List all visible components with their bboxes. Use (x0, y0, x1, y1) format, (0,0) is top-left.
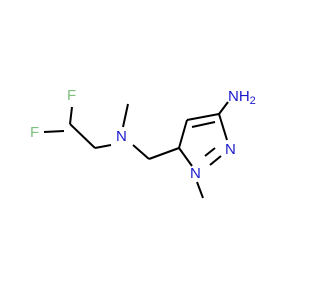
bond-CH2-C5 (148, 147, 180, 160)
bond-N1-CH2 (132, 144, 150, 160)
bond-C1-C2 (69, 123, 96, 149)
bond-N1ring-CH3 (196, 181, 204, 199)
fluorine-label-left: F (30, 124, 39, 141)
bond-N1ring-C5 (178, 147, 193, 167)
bond-N1-CH3 (122, 103, 129, 128)
pyrazole-nitrogen-1-label: N (190, 165, 201, 182)
atom-labels: F F N NH2 N N (30, 87, 256, 182)
bond-C5-C4 (178, 119, 188, 149)
bond-F2-C1 (43, 130, 65, 133)
bond-C2-N1 (94, 144, 112, 149)
amine-nitrogen-label: N (116, 128, 127, 145)
fluorine-label-top: F (67, 87, 76, 104)
bond-C4-C3 (186, 113, 220, 121)
bond-C4-C3-double (191, 121, 216, 128)
bond-C3-NH2 (218, 101, 229, 115)
pyrazole-nitrogen-2-label: N (225, 141, 236, 158)
amino-group-label: NH2 (228, 88, 256, 107)
amino-group-subscript: 2 (250, 95, 256, 107)
bond-N2-N1ring-double (204, 147, 216, 157)
molecule-structure: F F N NH2 N N (30, 87, 256, 199)
bond-F1-C1 (69, 106, 73, 125)
bond-N2-N1ring (209, 155, 222, 166)
bonds (43, 101, 229, 199)
bond-C3-N2 (218, 113, 228, 141)
